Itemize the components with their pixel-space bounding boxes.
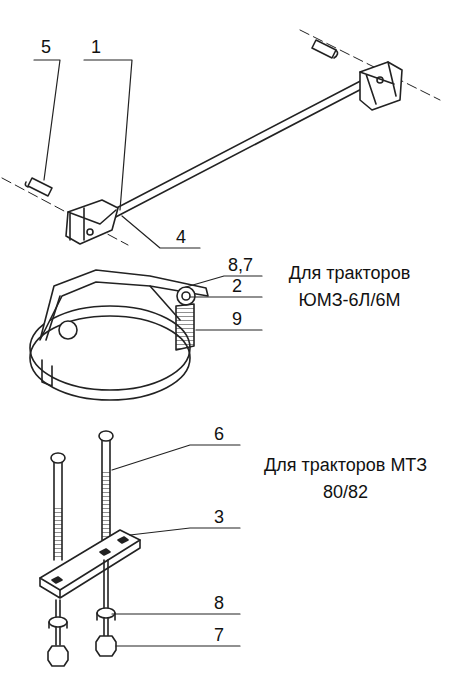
callout-number: 1 [91,36,101,58]
callout-number: 2 [232,275,242,297]
callout-number: 7 [214,624,224,646]
callout-number: 8 [214,592,224,614]
callout-number: 5 [41,36,51,58]
note-text: Для тракторов ЮМЗ-6Л/6М [262,260,437,314]
note-text: Для тракторов МТЗ 80/82 [258,452,433,506]
callout-number: 8,7 [228,254,253,276]
callout-number: 9 [232,308,242,330]
callout-number: 3 [214,506,224,528]
callout-number: 6 [214,423,224,445]
callout-number: 4 [176,226,186,248]
